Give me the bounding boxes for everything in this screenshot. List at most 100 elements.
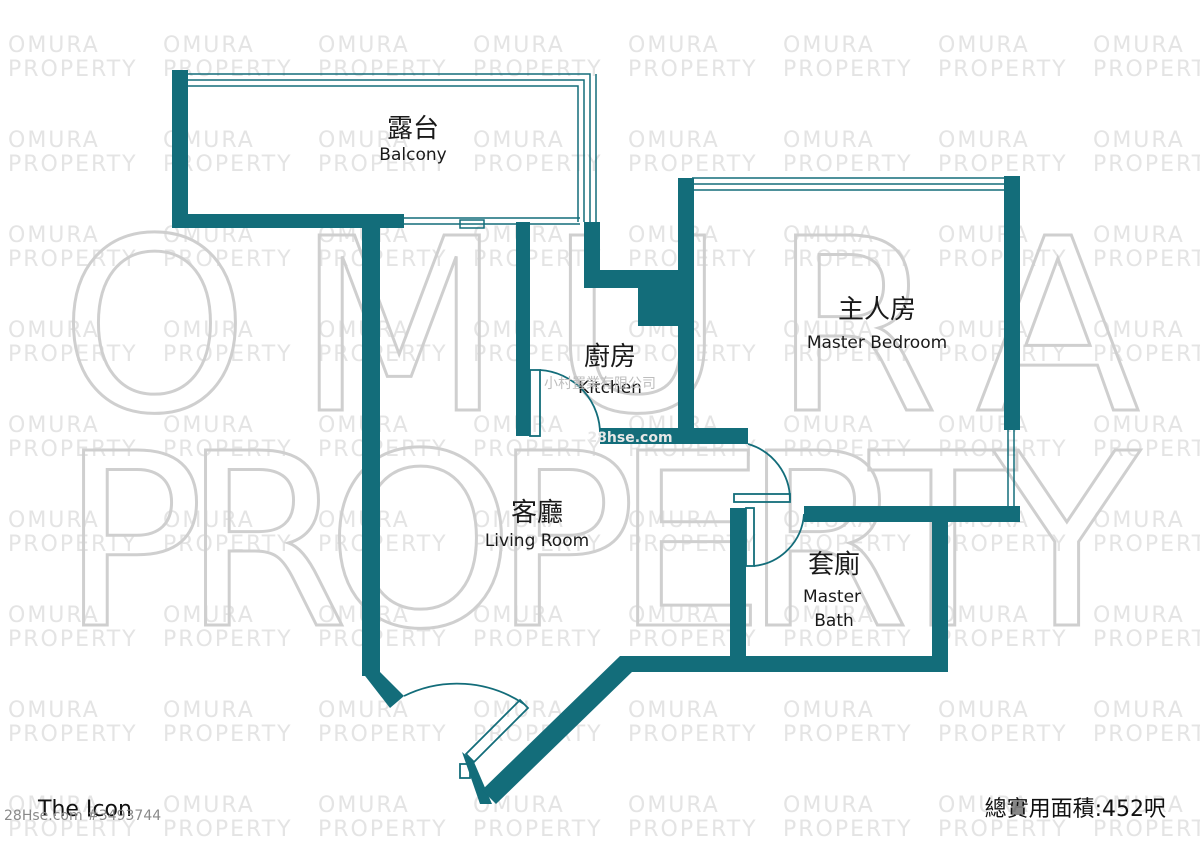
watermark-tile-line2: PROPERTY: [783, 342, 913, 367]
big-watermark-line2: PROPERTY: [60, 402, 1141, 682]
watermark-tile-line2: PROPERTY: [8, 247, 138, 272]
wall-living-left: [362, 214, 380, 676]
door-kitchen-swing: [539, 369, 601, 437]
label-kitchen-cn: 廚房: [584, 342, 636, 372]
window-balcony-inner: [186, 85, 579, 222]
wall-living-corner: [362, 672, 404, 708]
watermark-tile-line2: PROPERTY: [628, 817, 758, 842]
watermark-tile-line2: PROPERTY: [938, 532, 1068, 557]
label-living-cn: 客廳: [511, 498, 563, 528]
watermark-tile-line1: OMURA: [163, 413, 255, 438]
watermark-tile-line2: PROPERTY: [938, 57, 1068, 82]
watermark-tile-line1: OMURA: [1093, 318, 1185, 343]
site-overlay: 28hse.com: [587, 430, 672, 446]
watermark-tile-line2: PROPERTY: [473, 342, 603, 367]
watermark-tile-line2: PROPERTY: [163, 437, 293, 462]
windows: [186, 73, 1015, 506]
door-entrance-swing: [403, 682, 525, 705]
watermark-tile-line2: PROPERTY: [1093, 437, 1200, 462]
wall-bottom: [620, 656, 948, 672]
wall-kitchen-left: [516, 222, 530, 436]
watermark-tile-line2: PROPERTY: [163, 722, 293, 747]
watermark-tile-line1: OMURA: [1093, 603, 1185, 628]
label-bedroom-cn: 主人房: [838, 295, 916, 325]
watermark-tile-line2: PROPERTY: [1093, 57, 1200, 82]
watermark-tile-line2: PROPERTY: [318, 57, 448, 82]
wall-balcony-bottom: [172, 214, 404, 228]
door-entrance-stop: [459, 763, 471, 779]
watermark-tile-line2: PROPERTY: [628, 57, 758, 82]
watermark-tile-line2: PROPERTY: [8, 437, 138, 462]
watermark-tile-line2: PROPERTY: [8, 532, 138, 557]
watermark-tile-line1: OMURA: [938, 603, 1030, 628]
total-area: 總實用面積:452呎: [985, 797, 1166, 822]
watermark-tile-line2: PROPERTY: [938, 817, 1068, 842]
watermark-tile-line1: OMURA: [8, 33, 100, 58]
watermark-tile-line2: PROPERTY: [163, 342, 293, 367]
door-entrance-leaf: [464, 698, 530, 764]
watermark-tile-line2: PROPERTY: [8, 342, 138, 367]
doors: [403, 369, 805, 779]
watermark-tile-line1: OMURA: [318, 33, 410, 58]
watermark-tile-line1: OMURA: [163, 33, 255, 58]
label-bath-en-line2: Bath: [814, 611, 854, 631]
watermark-tile-line2: PROPERTY: [1093, 342, 1200, 367]
walls: [172, 70, 1020, 804]
wall-column: [638, 270, 678, 326]
watermark-tile-line1: OMURA: [938, 128, 1030, 153]
watermark-tile-line2: PROPERTY: [938, 342, 1068, 367]
watermark-tile-line1: OMURA: [473, 33, 565, 58]
watermark-tile-line2: PROPERTY: [318, 342, 448, 367]
watermark-tile-line2: PROPERTY: [783, 817, 913, 842]
label-living-en: Living Room: [485, 531, 589, 551]
watermark-tile-line1: OMURA: [628, 793, 720, 818]
watermark-tile-line1: OMURA: [8, 603, 100, 628]
watermark-tile-line1: OMURA: [783, 223, 875, 248]
watermark-tile-line2: PROPERTY: [938, 152, 1068, 177]
watermark-tile-line2: PROPERTY: [1093, 152, 1200, 177]
watermark-tile-line2: PROPERTY: [783, 532, 913, 557]
window-balcony-mid: [186, 79, 585, 222]
watermark-tile-line2: PROPERTY: [8, 817, 138, 842]
door-bedroom-leaf: [733, 493, 791, 503]
watermark-tile-line1: OMURA: [473, 508, 565, 533]
wall-bedroom-bottom: [804, 506, 1020, 522]
watermark-tile-line2: PROPERTY: [473, 152, 603, 177]
watermark-tile-line2: PROPERTY: [938, 247, 1068, 272]
watermark-tile-line2: PROPERTY: [8, 627, 138, 652]
watermark-tile-line2: PROPERTY: [1093, 722, 1200, 747]
watermark-tile-line1: OMURA: [783, 603, 875, 628]
watermark-tile-line1: OMURA: [783, 793, 875, 818]
watermark-tile-line2: PROPERTY: [628, 722, 758, 747]
watermark-tile-line2: PROPERTY: [473, 247, 603, 272]
watermark-tile-line1: OMURA: [628, 698, 720, 723]
watermark-tile-line1: OMURA: [473, 603, 565, 628]
label-balcony-en: Balcony: [379, 145, 446, 165]
watermark-tile-line1: OMURA: [783, 413, 875, 438]
watermark-tile-line1: OMURA: [628, 603, 720, 628]
wall-bedroom-left: [678, 178, 694, 444]
watermark-tile-line1: OMURA: [1093, 698, 1185, 723]
watermark-tile-line2: PROPERTY: [8, 57, 138, 82]
watermark-tile-line2: PROPERTY: [938, 627, 1068, 652]
room-labels: 露台 Balcony 廚房 Kitchen 主人房 Master Bedroom…: [379, 114, 947, 631]
label-bath-cn: 套廁: [808, 550, 860, 580]
wall-kitchen-bottom: [600, 428, 748, 444]
watermark-tile-line1: OMURA: [8, 223, 100, 248]
door-bath-swing: [753, 513, 805, 567]
label-kitchen-en: Kitchen: [578, 378, 642, 398]
watermark-tile-line1: OMURA: [1093, 33, 1185, 58]
watermark-tile-line2: PROPERTY: [783, 722, 913, 747]
watermark-tile-line2: PROPERTY: [938, 437, 1068, 462]
agency-overlay: 小村置業有限公司: [544, 376, 656, 392]
watermark-tile-line2: PROPERTY: [318, 627, 448, 652]
watermark-tile-line1: OMURA: [938, 793, 1030, 818]
watermark-tile-line2: PROPERTY: [8, 722, 138, 747]
watermark-tile-line1: OMURA: [1093, 793, 1185, 818]
watermark-tile-line2: PROPERTY: [1093, 247, 1200, 272]
watermark-tile-line2: PROPERTY: [473, 437, 603, 462]
door-kitchen-leaf: [529, 369, 541, 437]
watermark-tile-line2: PROPERTY: [473, 532, 603, 557]
watermark-tile-line2: PROPERTY: [163, 817, 293, 842]
